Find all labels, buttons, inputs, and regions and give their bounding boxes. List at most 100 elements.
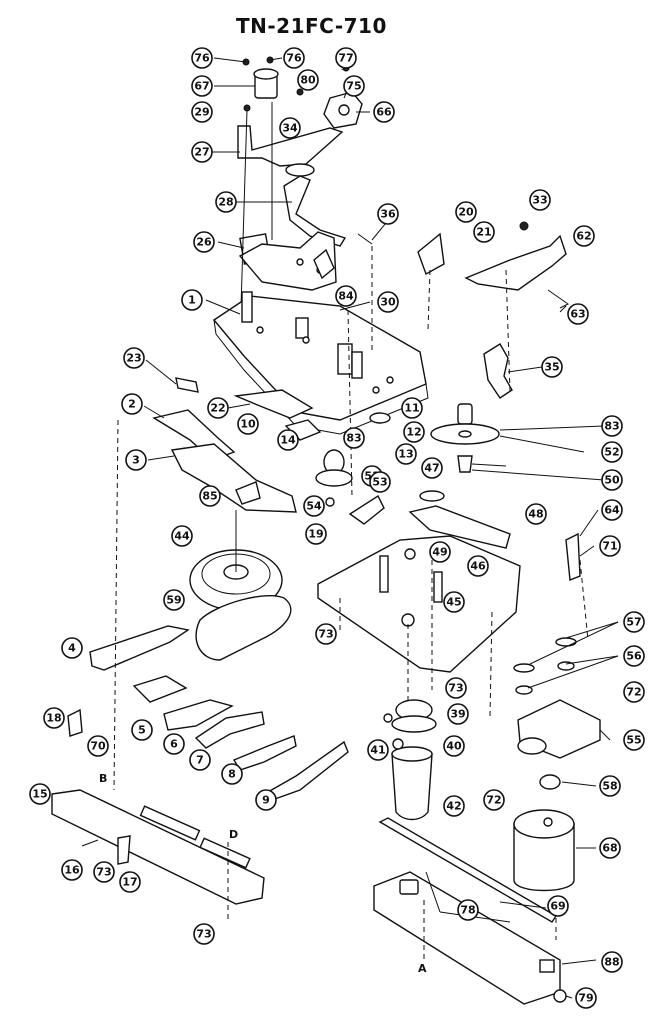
svg-text:79: 79 bbox=[578, 992, 593, 1005]
svg-text:35: 35 bbox=[544, 361, 559, 374]
callout: 78 bbox=[457, 899, 479, 921]
svg-text:34: 34 bbox=[282, 122, 298, 135]
callout: 69 bbox=[547, 895, 569, 917]
callout: 76 bbox=[191, 47, 213, 69]
svg-text:42: 42 bbox=[446, 800, 461, 813]
callout: 80 bbox=[297, 69, 319, 91]
svg-text:10: 10 bbox=[240, 418, 256, 431]
callout: 44 bbox=[171, 525, 193, 547]
svg-text:69: 69 bbox=[550, 900, 565, 913]
callout: 8 bbox=[221, 763, 243, 785]
callout: 21 bbox=[473, 221, 495, 243]
svg-text:66: 66 bbox=[376, 106, 392, 119]
callout: 53 bbox=[369, 471, 391, 493]
callout: 35 bbox=[541, 356, 563, 378]
svg-text:54: 54 bbox=[306, 500, 322, 513]
letter-a: A bbox=[418, 962, 427, 975]
svg-text:14: 14 bbox=[280, 434, 296, 447]
callout: 79 bbox=[575, 987, 597, 1009]
top-bracket-assembly bbox=[237, 56, 363, 341]
svg-text:15: 15 bbox=[32, 788, 47, 801]
motor-bracket bbox=[513, 637, 601, 892]
svg-text:6: 6 bbox=[170, 738, 178, 751]
callout: 11 bbox=[401, 397, 423, 419]
svg-text:64: 64 bbox=[604, 504, 620, 517]
svg-text:47: 47 bbox=[424, 462, 439, 475]
letter-b: B bbox=[99, 772, 107, 785]
svg-text:57: 57 bbox=[626, 616, 641, 629]
svg-text:23: 23 bbox=[126, 352, 141, 365]
main-chassis bbox=[212, 248, 429, 435]
svg-text:70: 70 bbox=[90, 740, 106, 753]
callout: 50 bbox=[601, 469, 623, 491]
callout: 46 bbox=[467, 555, 489, 577]
lower-center-parts bbox=[383, 699, 437, 821]
svg-text:16: 16 bbox=[64, 864, 80, 877]
callout: 2 bbox=[121, 393, 143, 415]
svg-text:40: 40 bbox=[446, 740, 462, 753]
callout: 4 bbox=[61, 637, 83, 659]
svg-text:58: 58 bbox=[602, 780, 617, 793]
callout: 16 bbox=[61, 859, 83, 881]
svg-text:41: 41 bbox=[370, 744, 385, 757]
svg-text:85: 85 bbox=[202, 490, 217, 503]
svg-text:77: 77 bbox=[338, 52, 353, 65]
svg-text:18: 18 bbox=[46, 712, 61, 725]
svg-text:36: 36 bbox=[380, 208, 396, 221]
svg-text:73: 73 bbox=[448, 682, 463, 695]
gear-and-pulley-parts bbox=[315, 403, 500, 525]
svg-text:27: 27 bbox=[194, 146, 209, 159]
svg-text:30: 30 bbox=[380, 296, 396, 309]
svg-text:13: 13 bbox=[398, 448, 413, 461]
callout: 23 bbox=[123, 347, 145, 369]
svg-text:48: 48 bbox=[528, 508, 543, 521]
callout: 72 bbox=[483, 789, 505, 811]
svg-text:76: 76 bbox=[286, 52, 302, 65]
callout: 55 bbox=[623, 729, 645, 751]
callout: 84 bbox=[335, 285, 357, 307]
callout: 83 bbox=[343, 427, 365, 449]
callout: 73 bbox=[445, 677, 467, 699]
svg-text:72: 72 bbox=[486, 794, 501, 807]
callout: 33 bbox=[529, 189, 551, 211]
callout: 41 bbox=[367, 739, 389, 761]
callout: 26 bbox=[193, 231, 215, 253]
svg-text:76: 76 bbox=[194, 52, 210, 65]
svg-text:22: 22 bbox=[210, 402, 225, 415]
svg-text:56: 56 bbox=[626, 650, 642, 663]
callout: 39 bbox=[447, 703, 469, 725]
callout: 1 bbox=[181, 289, 203, 311]
svg-text:11: 11 bbox=[404, 402, 419, 415]
letter-d: D bbox=[229, 828, 238, 841]
callout: 30 bbox=[377, 291, 399, 313]
svg-text:59: 59 bbox=[166, 594, 181, 607]
svg-text:29: 29 bbox=[194, 106, 209, 119]
svg-text:26: 26 bbox=[196, 236, 212, 249]
callout: 57 bbox=[623, 611, 645, 633]
callout: 28 bbox=[215, 191, 237, 213]
callout: 59 bbox=[163, 589, 185, 611]
callout: 7 bbox=[189, 749, 211, 771]
callout: 48 bbox=[525, 503, 547, 525]
flywheel-and-belt bbox=[189, 510, 292, 661]
callout: 85 bbox=[199, 485, 221, 507]
callout: 73 bbox=[315, 623, 337, 645]
callout: 83 bbox=[601, 415, 623, 437]
svg-text:49: 49 bbox=[432, 546, 447, 559]
callout: 6 bbox=[163, 733, 185, 755]
callout: 18 bbox=[43, 707, 65, 729]
callout: 70 bbox=[87, 735, 109, 757]
svg-text:50: 50 bbox=[604, 474, 620, 487]
callout: 67 bbox=[191, 75, 213, 97]
right-top-parts bbox=[357, 221, 569, 399]
callout: 22 bbox=[207, 397, 229, 419]
callout: 75 bbox=[343, 75, 365, 97]
diagram-title: TN-21FC-710 bbox=[236, 14, 387, 38]
callout: 36 bbox=[377, 203, 399, 225]
callout: 72 bbox=[623, 681, 645, 703]
callout: 73 bbox=[193, 923, 215, 945]
callout: 66 bbox=[373, 101, 395, 123]
callout: 42 bbox=[443, 795, 465, 817]
svg-text:83: 83 bbox=[346, 432, 361, 445]
svg-text:55: 55 bbox=[626, 734, 641, 747]
